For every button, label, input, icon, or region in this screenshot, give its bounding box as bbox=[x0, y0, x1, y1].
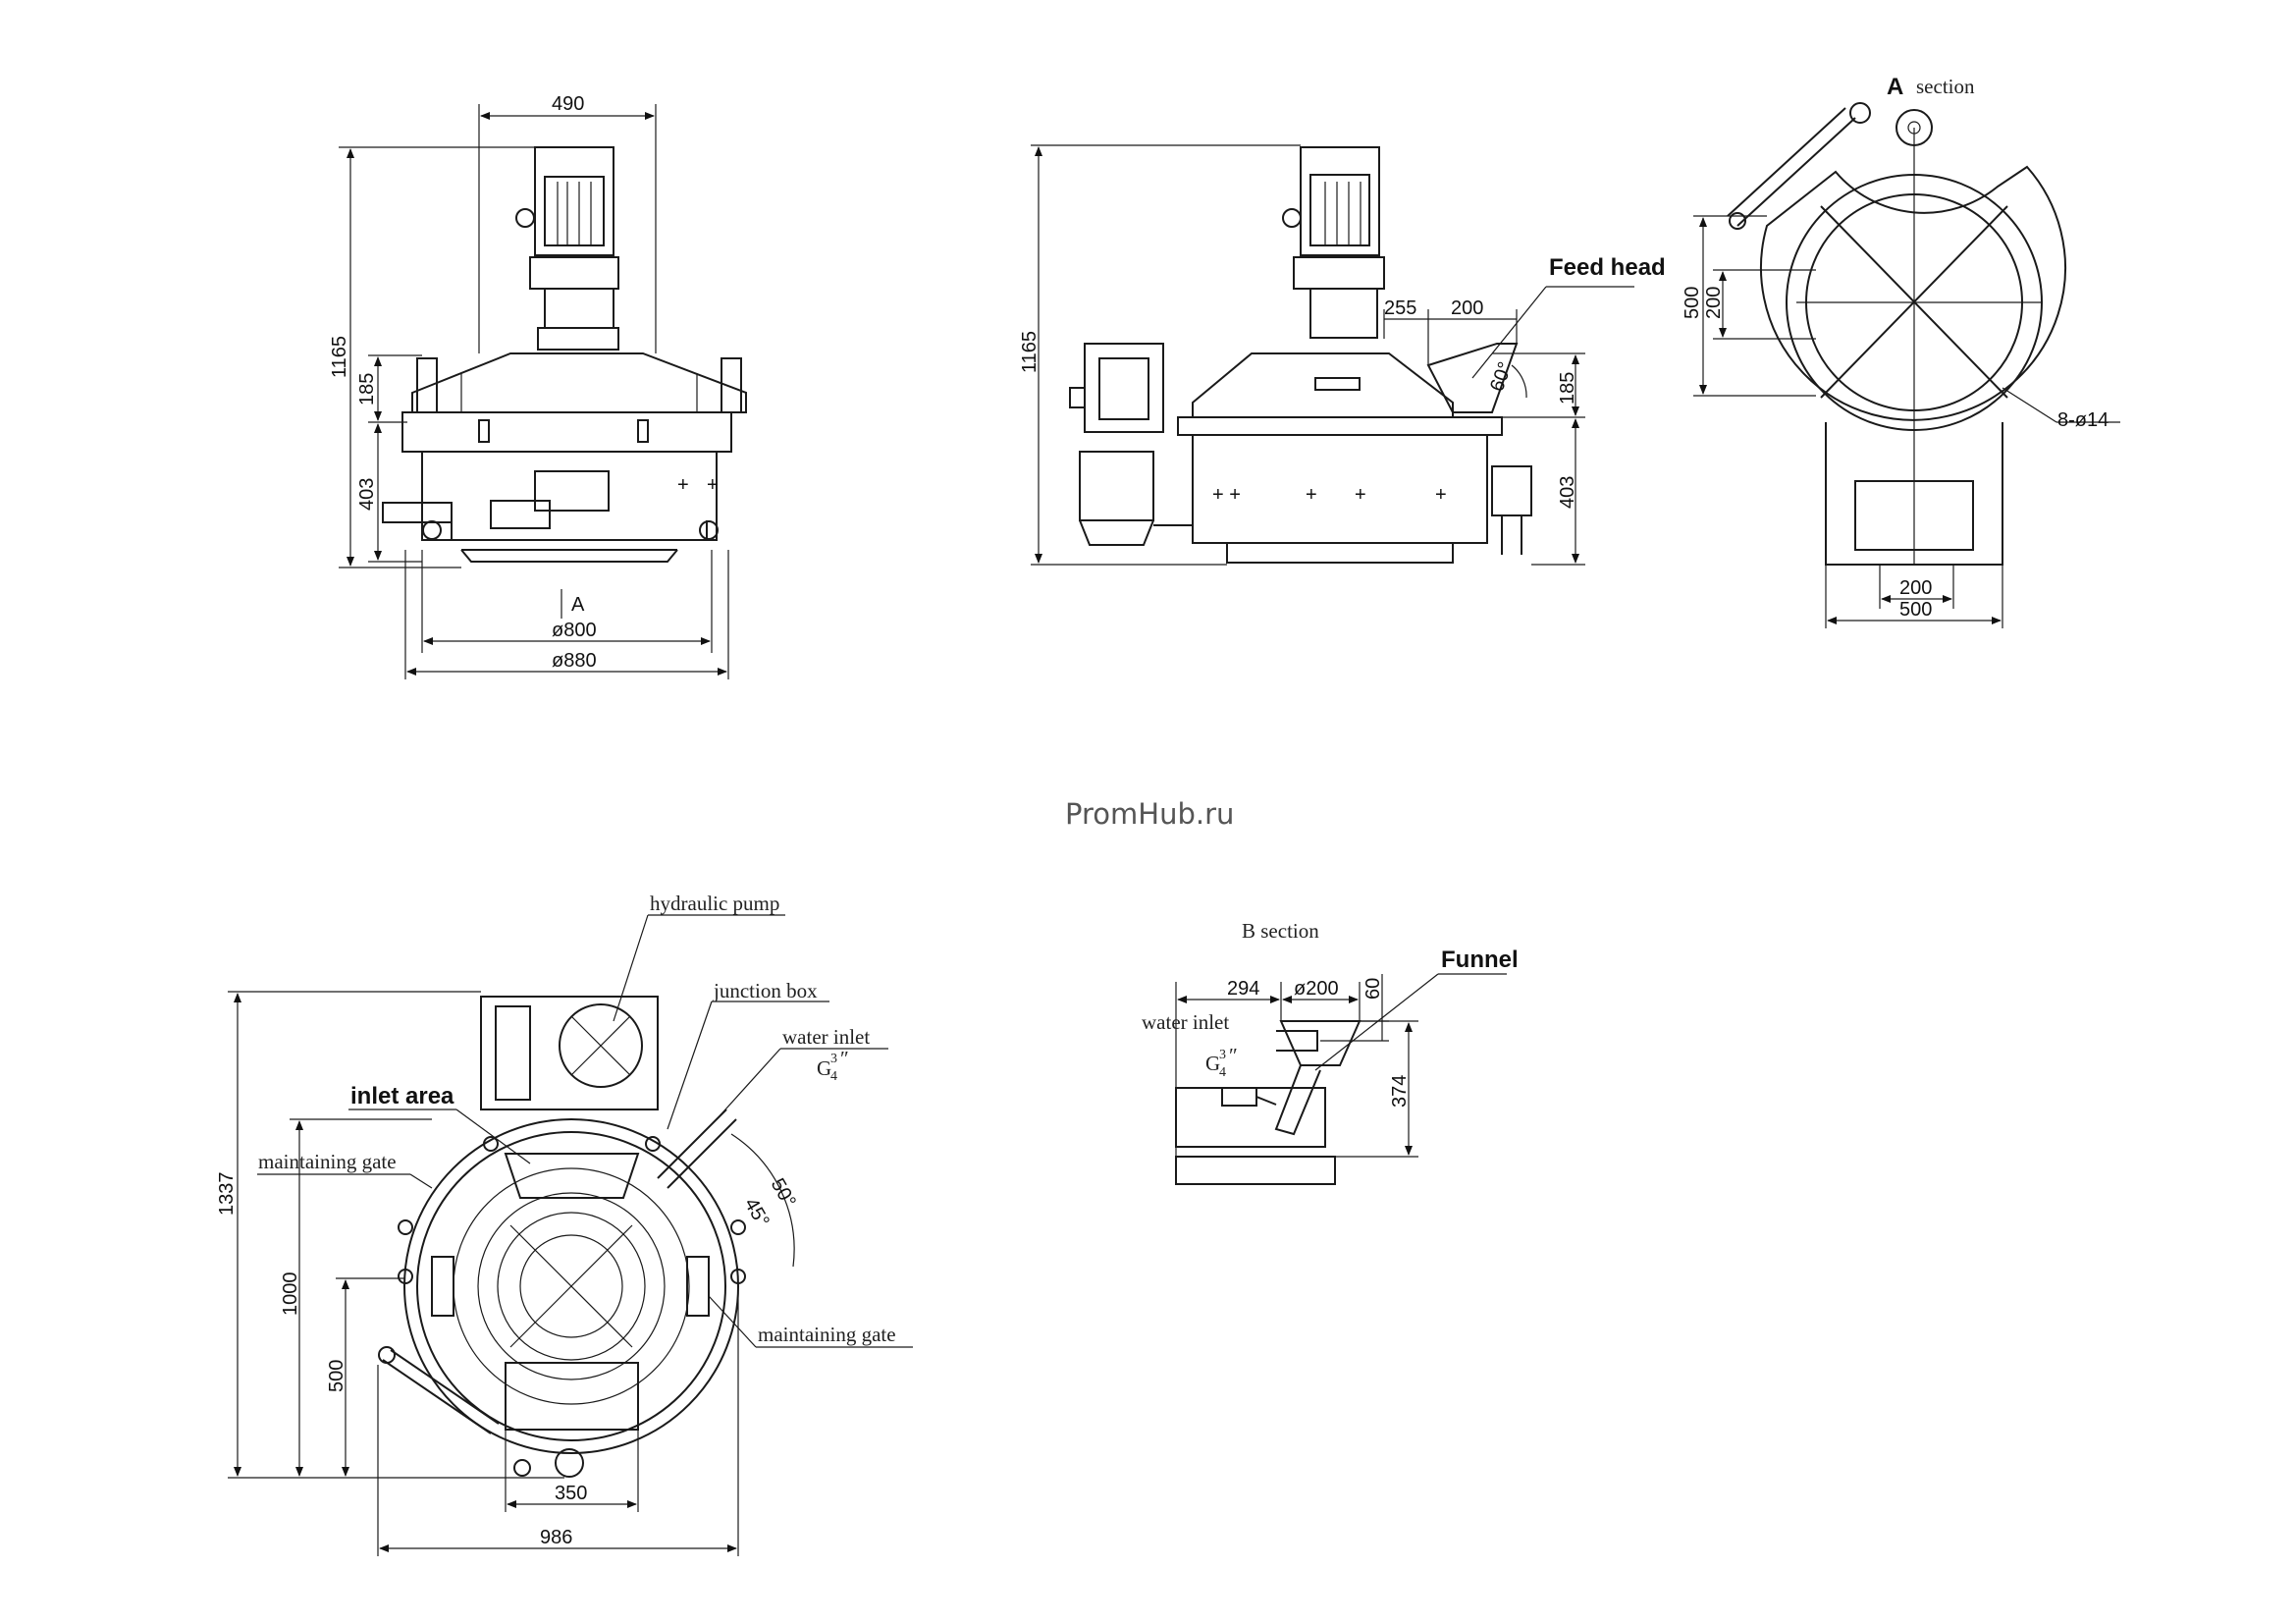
dim-294: 294 bbox=[1227, 978, 1259, 1000]
water-inlet-fraction-num: 3 bbox=[830, 1052, 837, 1066]
b-section-title: B section bbox=[1242, 919, 1319, 943]
water-inlet-pipe bbox=[1276, 1030, 1318, 1052]
motor-body bbox=[1300, 146, 1380, 256]
dim-1337: 1337 bbox=[216, 1172, 238, 1217]
inlet-area bbox=[504, 1153, 640, 1199]
junction-box-label: junction box bbox=[713, 979, 818, 1002]
maintaining-gate-right-label: maintaining gate bbox=[758, 1323, 896, 1346]
dim-1165: 1165 bbox=[329, 336, 350, 378]
holes-8-dia14: 8-ø14 bbox=[2057, 409, 2109, 431]
inlet-area-label: inlet area bbox=[350, 1083, 454, 1109]
b-water-inlet-fraction-den: 4 bbox=[1219, 1065, 1226, 1080]
water-inlet-label: water inlet bbox=[782, 1025, 870, 1049]
b-water-inlet-quote: ″ bbox=[1229, 1044, 1238, 1067]
svg-text:+: + bbox=[1306, 484, 1317, 506]
svg-text:+: + bbox=[1355, 484, 1366, 506]
dim-350: 350 bbox=[555, 1483, 587, 1504]
dim-1000: 1000 bbox=[280, 1272, 301, 1317]
dim-dia880: ø880 bbox=[552, 650, 597, 672]
dim-200-a-bottom: 200 bbox=[1899, 577, 1932, 599]
dim-374: 374 bbox=[1389, 1075, 1411, 1108]
b-section-view: B section 294 ø200 60 374 Funnel water i… bbox=[1142, 919, 1519, 1185]
dim-255: 255 bbox=[1384, 298, 1416, 319]
hydraulic-pump-label: hydraulic pump bbox=[650, 892, 779, 915]
dim-60: 60 bbox=[1362, 978, 1384, 1000]
motor-body bbox=[534, 146, 614, 256]
water-inlet-thread: G bbox=[817, 1056, 831, 1080]
angle-60: 60° bbox=[1486, 359, 1517, 395]
a-section-marker: A bbox=[1887, 74, 1903, 100]
a-section-title: section bbox=[1916, 75, 1975, 98]
motor-lug-icon bbox=[515, 208, 535, 228]
svg-text:+ +: + + bbox=[1212, 484, 1241, 506]
dim-200-side: 200 bbox=[1451, 298, 1483, 319]
dim-403-side: 403 bbox=[1557, 476, 1578, 509]
top-view: 50° 45° hydraulic pump junction box wate… bbox=[216, 892, 913, 1556]
dim-403: 403 bbox=[356, 478, 378, 511]
angle-50: 50° bbox=[767, 1175, 800, 1212]
water-inlet-quote: ″ bbox=[840, 1047, 849, 1070]
a-section-view: A section 500 200 8-ø14 200 500 bbox=[1682, 74, 2120, 628]
side-view: + + + + + 1165 185 403 255 200 60° Feed he… bbox=[1019, 144, 1666, 566]
mixer-cover bbox=[1192, 352, 1454, 418]
front-view: + + 490 1165 185 403 ø800 A ø880 bbox=[329, 93, 747, 679]
feed-head bbox=[1426, 343, 1519, 413]
section-marker-a: A bbox=[571, 594, 585, 616]
dim-500: 500 bbox=[326, 1360, 347, 1392]
dim-dia200-b: ø200 bbox=[1294, 978, 1339, 1000]
b-water-inlet-label: water inlet bbox=[1142, 1010, 1229, 1034]
gate-cylinder bbox=[382, 502, 453, 523]
dim-500-a: 500 bbox=[1682, 287, 1703, 319]
svg-text:+: + bbox=[1435, 484, 1447, 506]
water-inlet-fraction-den: 4 bbox=[830, 1069, 837, 1084]
a-section-ring bbox=[1759, 165, 2066, 421]
mixer-drum bbox=[421, 451, 718, 541]
dim-986: 986 bbox=[540, 1527, 572, 1548]
dim-185: 185 bbox=[356, 373, 378, 406]
b-water-inlet-thread: G bbox=[1205, 1052, 1220, 1075]
funnel bbox=[1279, 1020, 1362, 1066]
b-water-inlet-fraction-num: 3 bbox=[1219, 1048, 1226, 1062]
mixer-cover bbox=[411, 352, 747, 413]
dim-500-a-bottom: 500 bbox=[1899, 599, 1932, 621]
svg-text:+: + bbox=[677, 474, 689, 496]
dim-490: 490 bbox=[552, 93, 584, 115]
watermark: PromHub.ru bbox=[1065, 797, 1234, 831]
dim-1165-side: 1165 bbox=[1019, 331, 1041, 373]
funnel-label: Funnel bbox=[1441, 947, 1519, 973]
hydraulic-pump-box bbox=[480, 996, 659, 1110]
svg-text:+: + bbox=[707, 474, 719, 496]
dim-200-a: 200 bbox=[1703, 287, 1725, 319]
dim-185-side: 185 bbox=[1557, 372, 1578, 405]
dim-dia800: ø800 bbox=[552, 620, 597, 641]
feed-head-label: Feed head bbox=[1549, 254, 1666, 281]
maintaining-gate-left-label: maintaining gate bbox=[258, 1150, 397, 1173]
